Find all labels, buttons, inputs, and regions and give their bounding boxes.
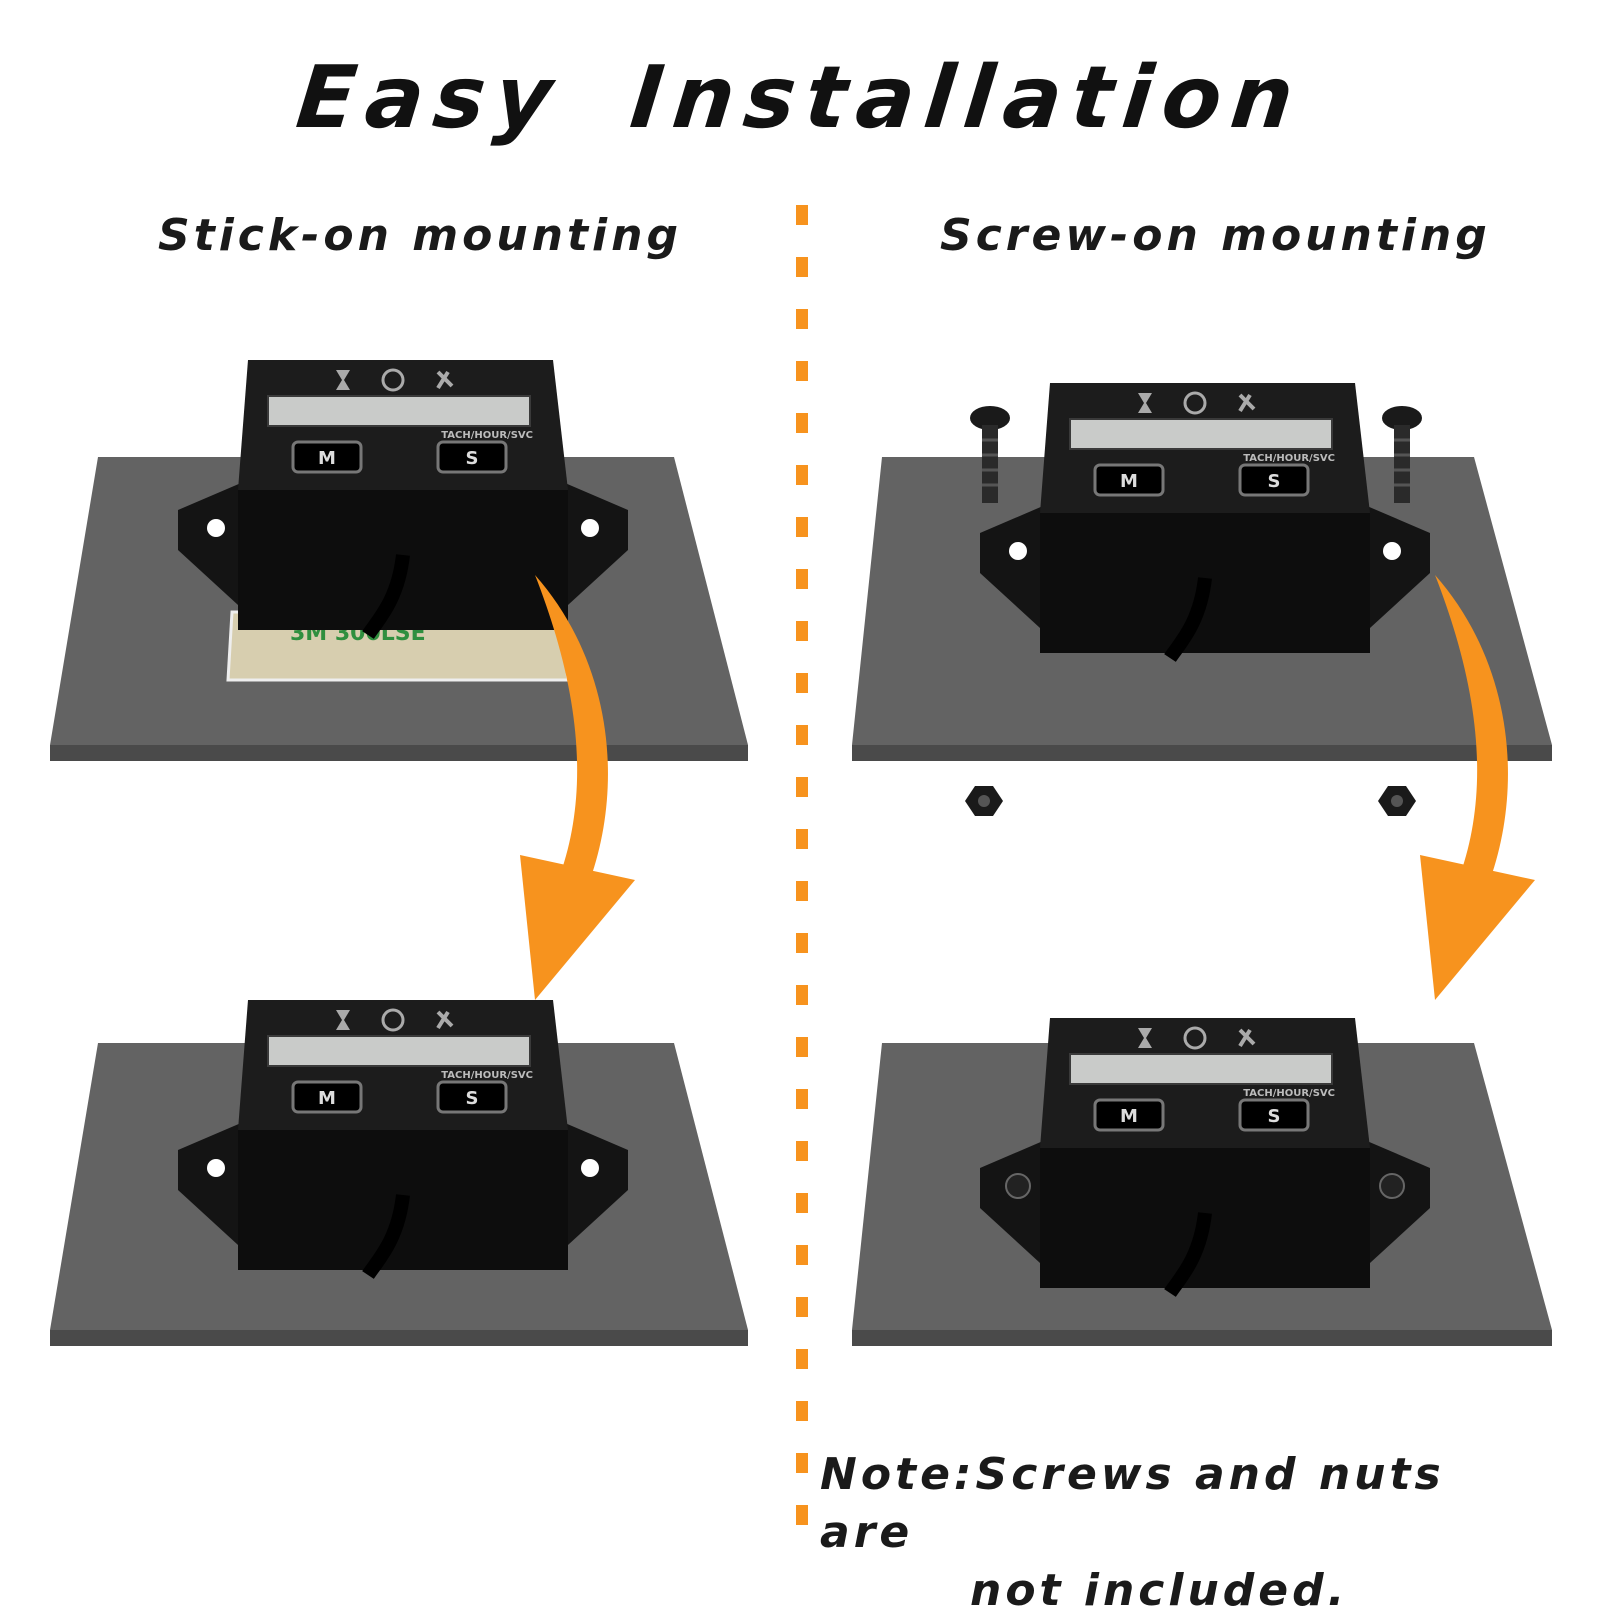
m-button <box>1093 463 1165 497</box>
screw-icon <box>1382 406 1422 503</box>
m-button-label: M <box>318 448 336 469</box>
arrow-down-icon-right <box>1420 575 1535 1000</box>
s-button-label: S <box>466 1088 479 1109</box>
device-left-bottom: M S TACH/HOUR/SVC <box>176 998 630 1279</box>
screw-icon <box>970 406 1010 503</box>
device-label: TACH/HOUR/SVC <box>1243 453 1335 464</box>
stick-on-heading: Stick-on mounting <box>158 210 682 261</box>
s-button <box>1238 463 1310 497</box>
s-button <box>1238 1098 1310 1132</box>
note-text: Note:Screws and nuts are not included. <box>820 1446 1520 1620</box>
m-button <box>1093 1098 1165 1132</box>
device-right-top: M S TACH/HOUR/SVC <box>978 381 1432 662</box>
s-button-label: S <box>466 448 479 469</box>
note-line-2: not included. <box>970 1565 1349 1616</box>
s-button <box>436 440 508 474</box>
screw-head-icon <box>1005 1173 1031 1199</box>
m-button <box>291 1080 363 1114</box>
screw-on-heading: Screw-on mounting <box>940 210 1491 261</box>
device-left-top: M S TACH/HOUR/SVC <box>176 358 630 639</box>
m-button-label: M <box>1120 1106 1138 1127</box>
dashed-divider <box>796 205 808 1535</box>
m-button <box>291 440 363 474</box>
device-right-bottom: M S TACH/HOUR/SVC <box>978 1016 1432 1297</box>
device-label: TACH/HOUR/SVC <box>1243 1088 1335 1099</box>
screw-head-icon <box>1379 1173 1405 1199</box>
device-label: TACH/HOUR/SVC <box>441 1070 533 1081</box>
m-button-label: M <box>1120 471 1138 492</box>
s-button <box>436 1080 508 1114</box>
s-button-label: S <box>1268 1106 1281 1127</box>
m-button-label: M <box>318 1088 336 1109</box>
arrow-down-icon-left <box>520 575 635 1000</box>
s-button-label: S <box>1268 471 1281 492</box>
device-label: TACH/HOUR/SVC <box>441 430 533 441</box>
note-line-1: Note:Screws and nuts are <box>820 1449 1445 1558</box>
